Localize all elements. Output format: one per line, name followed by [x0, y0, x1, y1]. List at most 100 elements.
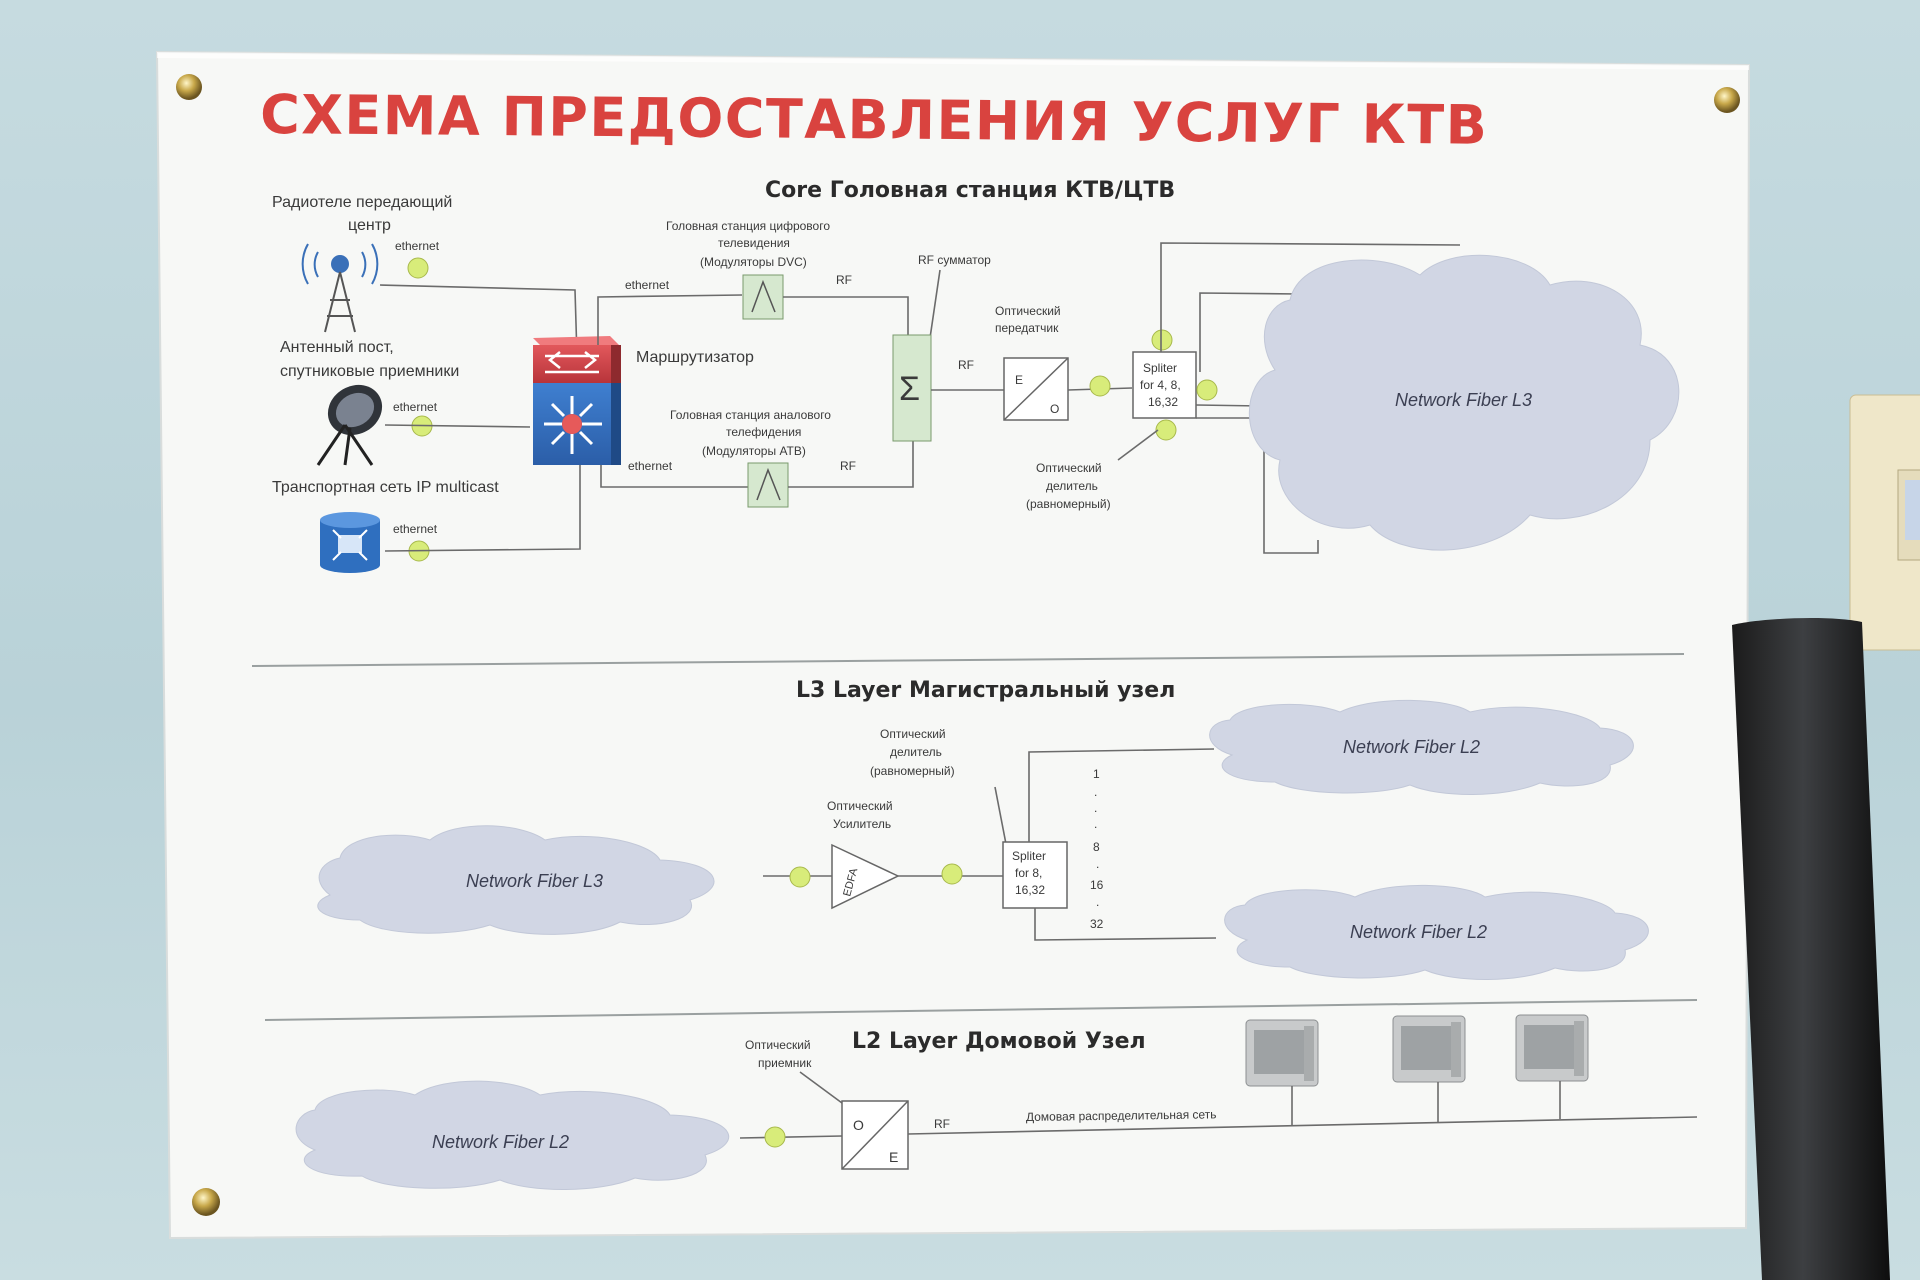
tx-label-1: Оптический [995, 304, 1061, 318]
rf-combiner-icon: Σ [892, 334, 932, 442]
rf-label-3: RF [958, 358, 974, 372]
source1-label-2: центр [348, 217, 391, 234]
l3-divider-label-2: делитель [890, 745, 942, 759]
source2-label-2: спутниковые приемники [280, 363, 459, 380]
core-heading: Core Головная станция КТВ/ЦТВ [765, 178, 1175, 203]
svg-text:for 8,: for 8, [1015, 866, 1042, 880]
poster-title: СХЕМА ПРЕДОСТАВЛЕНИЯ УСЛУГ КТВ [260, 83, 1489, 157]
analog-label-3: (Модуляторы АТВ) [702, 444, 806, 458]
divider-label-3: (равномерный) [1026, 497, 1111, 511]
core-splitter: Spliter for 4, 8, 16,32 [1132, 351, 1197, 419]
optical-transmitter-icon: E O [1003, 357, 1069, 421]
rx-label-2: приемник [758, 1056, 812, 1070]
rf-label-1: RF [836, 273, 852, 287]
l3-heading: L3 Layer Магистральный узел [796, 678, 1175, 703]
l3-divider-label-3: (равномерный) [870, 764, 955, 778]
svg-text:E: E [1015, 373, 1023, 387]
analog-modulator-icon [747, 462, 789, 508]
analog-label-2: телефидения [726, 425, 801, 439]
amp-label-2: Усилитель [833, 817, 891, 831]
fiber-port-6 [941, 863, 963, 885]
fiber-port-2 [1151, 329, 1173, 351]
screw-bottom-left [192, 1188, 220, 1216]
l2-heading: L2 Layer Домовой Узел [852, 1029, 1146, 1054]
svg-text:16,32: 16,32 [1148, 395, 1178, 409]
l3-port-numbers: 1 . . . 8 . 16 . 32 [1090, 767, 1104, 931]
satellite-dish-icon [316, 384, 383, 466]
svg-text:.: . [1096, 895, 1099, 909]
poster-board [155, 50, 1751, 1240]
tv-icon [1392, 1015, 1466, 1122]
svg-text:16: 16 [1090, 878, 1104, 892]
svg-text:16,32: 16,32 [1015, 883, 1045, 897]
eth-label-4: ethernet [625, 278, 670, 292]
router-icon [533, 336, 621, 465]
edfa-amplifier-icon: EDFA [831, 843, 900, 910]
svg-text:Network Fiber L3: Network Fiber L3 [1395, 390, 1532, 410]
section-divider-1 [251, 653, 1685, 667]
svg-text:O: O [853, 1117, 864, 1133]
radio-tower-icon [301, 243, 379, 333]
ip-multicast-switch-icon [320, 512, 380, 573]
screw-top-right [1714, 87, 1740, 113]
svg-text:.: . [1094, 817, 1097, 831]
svg-text:32: 32 [1090, 917, 1104, 931]
divider-label-1: Оптический [1036, 461, 1102, 475]
home-network-line [907, 1116, 1698, 1135]
source3-label: Транспортная сеть IP multicast [272, 479, 499, 496]
svg-text:Spliter: Spliter [1012, 849, 1046, 863]
svg-text:Network Fiber L2: Network Fiber L2 [1343, 737, 1480, 757]
l3-cloud-network-fiber-l2-top: Network Fiber L2 [1209, 699, 1634, 795]
fiber-port-1 [1089, 375, 1111, 397]
combiner-label: RF сумматор [918, 253, 991, 267]
divider-label-2: делитель [1046, 479, 1098, 493]
analog-label-1: Головная станция аналового [670, 408, 831, 422]
l3-divider-label-1: Оптический [880, 727, 946, 741]
router-label: Маршрутизатор [636, 349, 754, 366]
fiber-port-4 [1155, 419, 1177, 441]
svg-text:Σ: Σ [899, 370, 920, 408]
eth-label-2: ethernet [393, 400, 438, 414]
eth-label-3: ethernet [393, 522, 438, 536]
fiber-port-3 [1196, 379, 1218, 401]
digital-modulator-icon [742, 274, 784, 320]
source2-label-1: Антенный пост, [280, 339, 394, 356]
rx-label-1: Оптический [745, 1038, 811, 1052]
l3-cloud-network-fiber-l3: Network Fiber L3 [317, 825, 715, 935]
amp-label-1: Оптический [827, 799, 893, 813]
home-network-label: Домовая распределительная сеть [1026, 1107, 1217, 1124]
svg-text:Network Fiber L2: Network Fiber L2 [432, 1132, 569, 1152]
eth-label-1: ethernet [395, 239, 440, 253]
optical-receiver-icon: O E [841, 1100, 909, 1170]
tx-label-2: передатчик [995, 321, 1059, 335]
rf-label-4: RF [934, 1117, 950, 1131]
fiber-port-7 [764, 1126, 786, 1148]
source1-label-1: Радиотеле передающий [272, 194, 452, 211]
tv-icon [1245, 1019, 1319, 1125]
digital-label-2: телевидения [718, 236, 790, 250]
svg-text:1: 1 [1093, 767, 1100, 781]
svg-text:.: . [1094, 785, 1097, 799]
svg-text:Network Fiber L2: Network Fiber L2 [1350, 922, 1487, 942]
svg-text:O: O [1050, 402, 1059, 416]
wall-box [1849, 394, 1920, 651]
section-divider-2 [264, 999, 1698, 1021]
core-cloud-network-fiber-l3: Network Fiber L3 [1248, 254, 1680, 551]
rf-label-2: RF [840, 459, 856, 473]
tv-icon [1515, 1014, 1589, 1119]
svg-text:Spliter: Spliter [1143, 361, 1177, 375]
foreground-pole [1732, 618, 1890, 1280]
svg-text:E: E [889, 1149, 898, 1165]
l3-splitter: Spliter for 8, 16,32 [1002, 841, 1068, 909]
l3-cloud-network-fiber-l2-bottom: Network Fiber L2 [1224, 884, 1649, 980]
svg-text:8: 8 [1093, 840, 1100, 854]
l2-cloud-network-fiber-l2: Network Fiber L2 [295, 1080, 730, 1190]
digital-label-1: Головная станция цифрового [666, 219, 830, 233]
digital-label-3: (Модуляторы DVC) [700, 255, 807, 269]
fiber-port-5 [789, 866, 811, 888]
svg-text:.: . [1096, 857, 1099, 871]
svg-text:.: . [1094, 801, 1097, 815]
screw-top-left [176, 74, 202, 100]
eth-label-5: ethernet [628, 459, 673, 473]
